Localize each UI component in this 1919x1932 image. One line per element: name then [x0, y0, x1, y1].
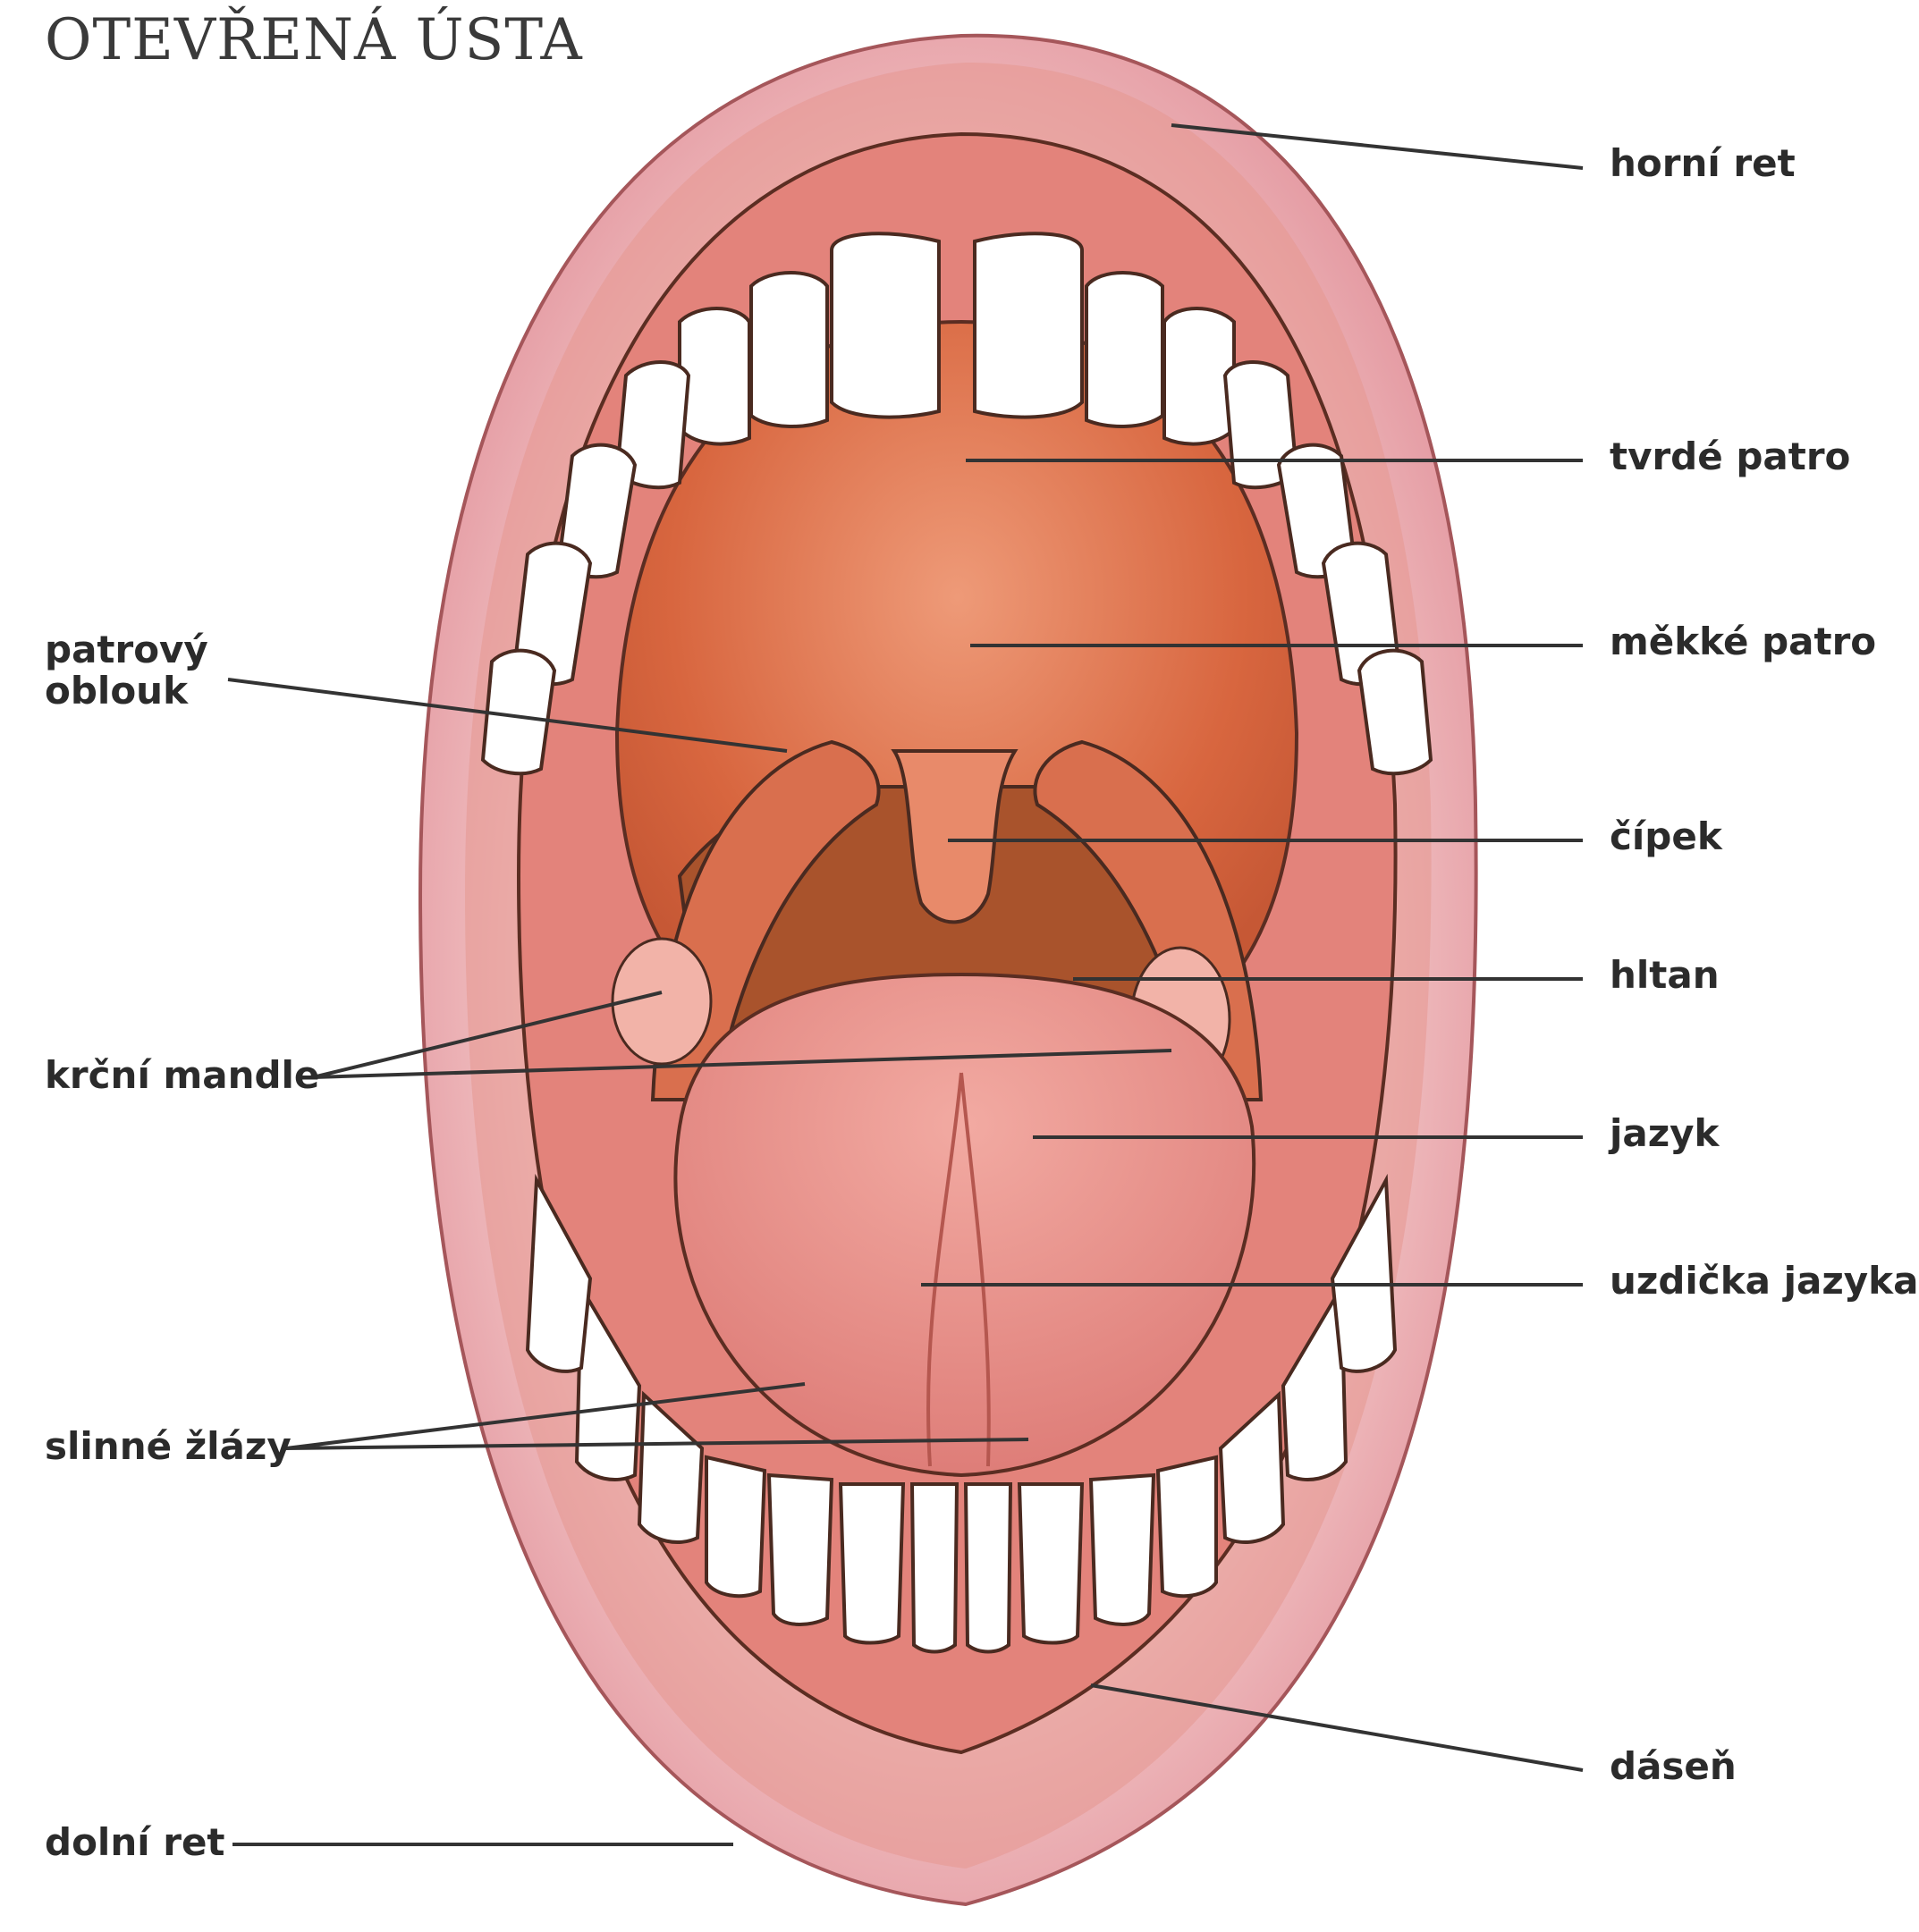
diagram-title: OTEVŘENÁ ÚSTA: [45, 7, 583, 73]
label-jazyk: jazyk: [1610, 1113, 1720, 1154]
label-horni-ret: horní ret: [1610, 143, 1796, 184]
label-cipek: čípek: [1610, 816, 1722, 857]
label-slinne-zlazy: slinné žlázy: [45, 1426, 292, 1467]
label-patrovy-oblouk-line1: patrový: [45, 629, 208, 671]
label-krcni-mandle: krční mandle: [45, 1055, 319, 1096]
label-patrovy-oblouk-line2: oblouk: [45, 671, 208, 712]
label-patrovy-oblouk: patrový oblouk: [45, 629, 208, 712]
label-tvrde-patro: tvrdé patro: [1610, 436, 1850, 477]
label-uzdicka-jazyka: uzdička jazyka: [1610, 1261, 1918, 1302]
label-hltan: hltan: [1610, 955, 1720, 996]
label-dasen: dáseň: [1610, 1746, 1737, 1787]
label-mekke-patro: měkké patro: [1610, 621, 1876, 662]
label-dolni-ret: dolní ret: [45, 1822, 225, 1863]
